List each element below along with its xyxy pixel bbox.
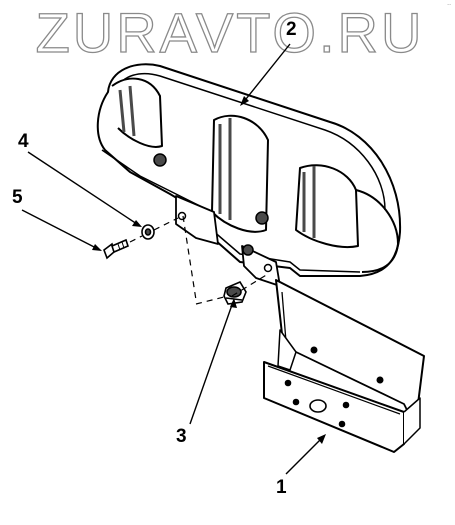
callout-label-1: 1 (276, 477, 287, 498)
part-2-housing (96, 63, 402, 287)
watermark-text: ZURAVTO.RU (36, 2, 425, 64)
leader-lines (21, 43, 325, 475)
callout-label-4: 4 (18, 131, 29, 152)
callout-label-3: 3 (176, 426, 187, 447)
part-4-washer (141, 224, 155, 240)
callout-label-5: 5 (12, 187, 23, 208)
part-1-bracket (263, 279, 425, 453)
corner-mark: ·· (447, 2, 451, 9)
assembly-lines (129, 215, 269, 305)
callout-label-2: 2 (286, 19, 297, 40)
leader-arrowheads (92, 96, 326, 444)
part-5-bolt (103, 238, 129, 260)
watermark-logo: ZURAVTO.RU (35, 2, 425, 64)
part-3-nut (223, 280, 247, 305)
